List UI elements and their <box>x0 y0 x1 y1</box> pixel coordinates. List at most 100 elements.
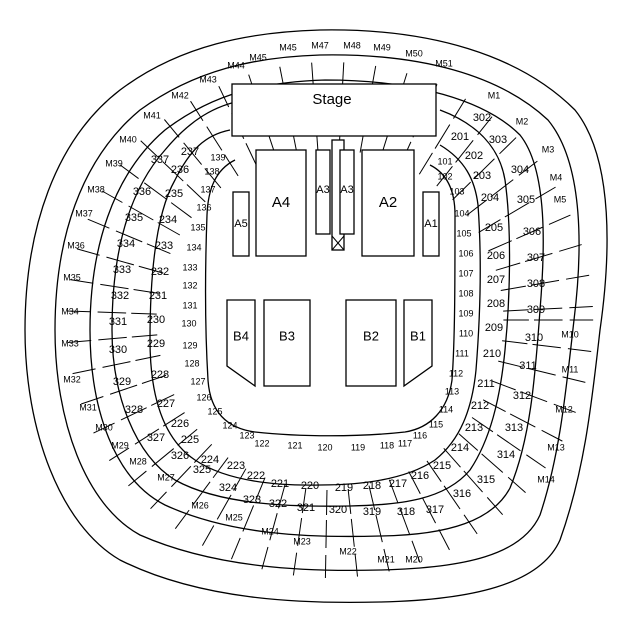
section-label[interactable]: M5 <box>554 194 567 204</box>
section-label[interactable]: M28 <box>129 456 147 466</box>
section-label[interactable]: M31 <box>79 402 97 412</box>
section-label[interactable]: 135 <box>190 222 205 232</box>
section-label[interactable]: 118 <box>380 440 394 450</box>
section-label[interactable]: M25 <box>225 512 243 522</box>
section-label[interactable]: 328 <box>125 404 143 416</box>
section-label[interactable]: 102 <box>437 171 452 181</box>
section-label[interactable]: 310 <box>525 332 543 344</box>
section-label[interactable]: 305 <box>517 194 535 206</box>
section-label[interactable]: M27 <box>157 472 175 482</box>
section-label[interactable]: M38 <box>87 184 105 194</box>
section-label[interactable]: 105 <box>456 228 471 238</box>
section-label[interactable]: 324 <box>219 482 237 494</box>
section-label[interactable]: 304 <box>511 164 529 176</box>
section-label[interactable]: 309 <box>527 304 545 316</box>
section-label[interactable]: 235 <box>165 188 183 200</box>
section-label[interactable]: 101 <box>437 156 452 166</box>
section-label[interactable]: 201 <box>451 131 469 143</box>
section-label[interactable]: 115 <box>429 419 443 429</box>
section-label[interactable]: M1 <box>488 90 501 100</box>
section-label[interactable]: 116 <box>413 430 427 440</box>
section-label[interactable]: 228 <box>151 369 169 381</box>
section-label[interactable]: 221 <box>271 478 289 490</box>
section-label[interactable]: 134 <box>186 242 201 252</box>
section-label[interactable]: 108 <box>458 288 473 298</box>
section-label[interactable]: 203 <box>473 170 491 182</box>
section-label[interactable]: 227 <box>157 398 175 410</box>
section-label[interactable]: 138 <box>204 166 219 176</box>
section-label[interactable]: 303 <box>489 134 507 146</box>
section-label[interactable]: 232 <box>151 266 169 278</box>
section-label[interactable]: M32 <box>63 374 81 384</box>
section-label[interactable]: 127 <box>190 376 205 386</box>
section-label[interactable]: 212 <box>471 400 489 412</box>
section-label[interactable]: 333 <box>113 264 131 276</box>
section-label[interactable]: 327 <box>147 432 165 444</box>
section-label[interactable]: M39 <box>105 158 123 168</box>
section-label[interactable]: M35 <box>63 272 81 282</box>
section-label[interactable]: 325 <box>193 464 211 476</box>
section-label[interactable]: M13 <box>547 442 565 452</box>
section-label[interactable]: 321 <box>297 502 315 514</box>
section-label[interactable]: 131 <box>182 300 197 310</box>
section-label[interactable]: M24 <box>261 526 279 536</box>
section-label[interactable]: M23 <box>293 536 311 546</box>
section-label[interactable]: 206 <box>487 250 505 262</box>
section-label[interactable]: 335 <box>125 212 143 224</box>
section-label[interactable]: 209 <box>485 322 503 334</box>
section-label[interactable]: 317 <box>426 504 444 516</box>
section-label[interactable]: 320 <box>329 504 347 516</box>
section-label[interactable]: 136 <box>196 202 211 212</box>
section-label[interactable]: 231 <box>149 290 167 302</box>
section-label[interactable]: 207 <box>487 274 505 286</box>
section-label[interactable]: 334 <box>117 238 135 250</box>
section-label[interactable]: 124 <box>222 420 237 430</box>
section-label[interactable]: 332 <box>111 290 129 302</box>
section-label[interactable]: 237 <box>181 146 199 158</box>
section-label[interactable]: 302 <box>473 112 491 124</box>
section-label[interactable]: 211 <box>477 378 495 390</box>
section-label[interactable]: 120 <box>317 442 332 452</box>
section-label[interactable]: M2 <box>516 116 529 126</box>
section-label[interactable]: 312 <box>513 390 531 402</box>
section-label[interactable]: 219 <box>335 482 353 494</box>
section-label[interactable]: 109 <box>458 308 473 318</box>
section-label[interactable]: 128 <box>184 358 199 368</box>
section-label[interactable]: M44 <box>227 60 245 70</box>
section-label[interactable]: M45 <box>249 52 267 62</box>
section-label[interactable]: 106 <box>458 248 473 258</box>
section-label[interactable]: M43 <box>199 74 217 84</box>
section-label[interactable]: 114 <box>439 404 453 414</box>
section-label[interactable]: M10 <box>561 329 579 339</box>
section-label[interactable]: M41 <box>143 110 161 120</box>
section-label[interactable]: 318 <box>397 506 415 518</box>
section-label[interactable]: 103 <box>449 186 464 196</box>
section-label[interactable]: 326 <box>171 450 189 462</box>
section-label[interactable]: 220 <box>301 480 319 492</box>
section-label[interactable]: 208 <box>487 298 505 310</box>
section-label[interactable]: M12 <box>555 404 573 414</box>
section-label[interactable]: 236 <box>171 164 189 176</box>
section-label[interactable]: 308 <box>527 278 545 290</box>
section-label[interactable]: M33 <box>61 338 79 348</box>
section-label[interactable]: M20 <box>405 554 423 564</box>
section-label[interactable]: 337 <box>151 154 169 166</box>
section-label[interactable]: 314 <box>497 449 515 461</box>
section-label[interactable]: 222 <box>247 470 265 482</box>
section-label[interactable]: 311 <box>519 360 537 372</box>
section-label[interactable]: M14 <box>537 474 555 484</box>
section-label[interactable]: 107 <box>458 268 473 278</box>
section-label[interactable]: 329 <box>113 376 131 388</box>
section-label[interactable]: 210 <box>483 348 501 360</box>
section-label[interactable]: 331 <box>109 316 127 328</box>
section-label[interactable]: 226 <box>171 418 189 430</box>
section-label[interactable]: 217 <box>389 478 407 490</box>
section-label[interactable]: 306 <box>523 226 541 238</box>
section-label[interactable]: 316 <box>453 488 471 500</box>
section-label[interactable]: 323 <box>243 494 261 506</box>
section-label[interactable]: 137 <box>200 184 215 194</box>
section-label[interactable]: M51 <box>435 58 453 68</box>
section-label[interactable]: M21 <box>377 554 395 564</box>
section-label[interactable]: 223 <box>227 460 245 472</box>
section-label[interactable]: 110 <box>459 328 473 338</box>
